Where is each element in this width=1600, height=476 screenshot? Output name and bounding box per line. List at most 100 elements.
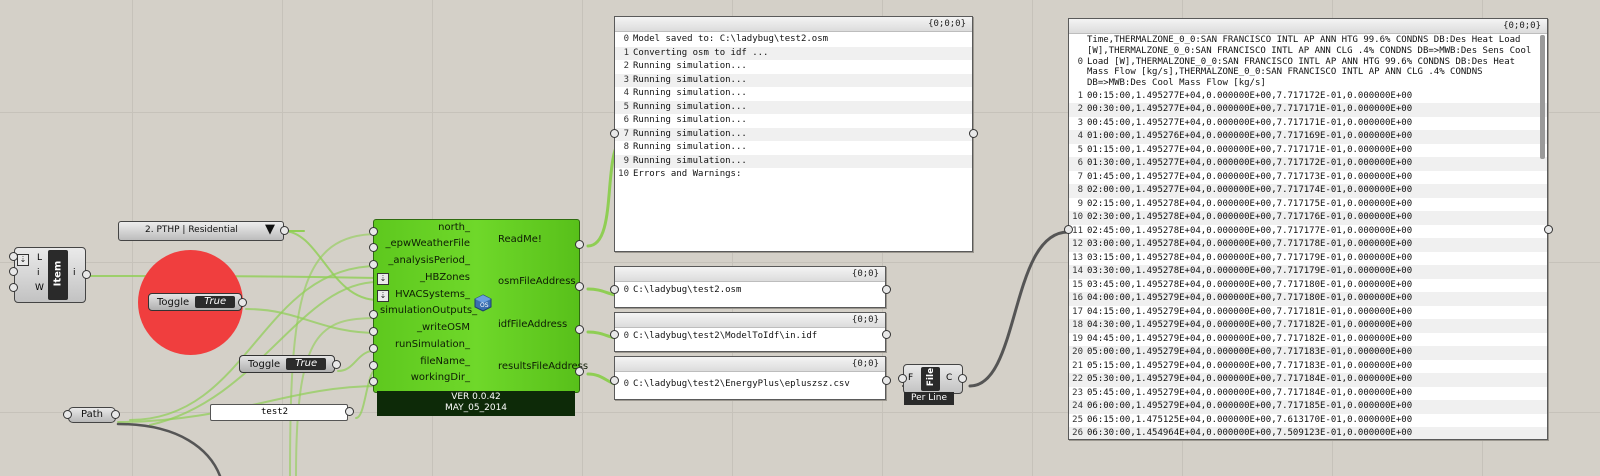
row-index: 6 bbox=[623, 115, 629, 125]
hvac-value-list[interactable]: 2. PTHP | Residential ▼ bbox=[118, 221, 284, 241]
main-input-grip[interactable] bbox=[369, 310, 378, 319]
main-input-grip[interactable] bbox=[369, 260, 378, 269]
version-text: VER 0.0.42 bbox=[451, 392, 501, 402]
filename-text-panel[interactable]: test2 bbox=[210, 404, 348, 421]
main-output-grip[interactable] bbox=[575, 367, 584, 376]
row-index: 9 bbox=[1077, 198, 1083, 209]
main-output-grip[interactable] bbox=[575, 240, 584, 249]
csv-panel-input-grip[interactable] bbox=[1064, 225, 1073, 234]
main-input-grip[interactable] bbox=[369, 344, 378, 353]
csv-panel-output-grip[interactable] bbox=[1544, 225, 1553, 234]
idf-panel-input-grip[interactable] bbox=[610, 330, 619, 339]
input-analysis-period: _analysisPeriod_ bbox=[388, 255, 470, 266]
list-access-icon[interactable]: ⇣ bbox=[377, 273, 389, 285]
wire-toggle1-to-writeosm bbox=[245, 308, 379, 334]
path-label: Path bbox=[81, 409, 103, 420]
path-output-grip[interactable] bbox=[111, 410, 120, 419]
main-input-grip[interactable] bbox=[369, 361, 378, 370]
readme-panel-input-grip[interactable] bbox=[610, 129, 619, 138]
dropdown-arrow-icon[interactable]: ▼ bbox=[265, 222, 275, 237]
row-text: 04:30:00,1.495279E+04,0.000000E+00,7.717… bbox=[1087, 320, 1413, 331]
item-output-grip[interactable] bbox=[82, 270, 91, 279]
row-index: 5 bbox=[1077, 144, 1083, 155]
write-osm-toggle[interactable]: Toggle True bbox=[148, 293, 242, 311]
idf-panel-output-grip[interactable] bbox=[882, 330, 891, 339]
row-index: 9 bbox=[623, 155, 629, 166]
row-index: 6 bbox=[1077, 158, 1083, 169]
wire-to-simoutputs bbox=[295, 317, 379, 476]
row-text: 00:45:00,1.495277E+04,0.000000E+00,7.717… bbox=[1087, 117, 1413, 128]
output-osm-file-address: osmFileAddress bbox=[498, 276, 576, 287]
panel-path-header: {0;0} bbox=[615, 357, 885, 372]
row-text: Running simulation... bbox=[633, 88, 747, 98]
path-input-grip[interactable] bbox=[63, 410, 72, 419]
row-text: 02:00:00,1.495277E+04,0.000000E+00,7.717… bbox=[1087, 185, 1413, 196]
file-output-grip[interactable] bbox=[958, 374, 967, 383]
item-component[interactable]: ⇣ L i W Item i bbox=[14, 247, 86, 303]
text-output-grip[interactable] bbox=[345, 407, 354, 416]
input-file-name: fileName_ bbox=[420, 356, 470, 367]
item-input-w: W bbox=[35, 283, 44, 293]
main-input-grip[interactable] bbox=[369, 227, 378, 236]
main-input-grip[interactable] bbox=[369, 377, 378, 386]
main-output-grip[interactable] bbox=[575, 325, 584, 334]
item-input-grip-l[interactable] bbox=[9, 252, 18, 261]
row-index: 8 bbox=[623, 142, 629, 152]
row-text: 05:15:00,1.495279E+04,0.000000E+00,7.717… bbox=[1087, 360, 1413, 371]
panel-scrollbar[interactable] bbox=[1540, 35, 1545, 159]
run-simulation-toggle[interactable]: Toggle True bbox=[239, 355, 335, 373]
toggle2-output-grip[interactable] bbox=[332, 360, 341, 369]
row-text: 03:15:00,1.495278E+04,0.000000E+00,7.717… bbox=[1087, 252, 1413, 263]
input-north: north_ bbox=[438, 222, 470, 233]
item-input-grip-w[interactable] bbox=[9, 283, 18, 292]
main-input-grip[interactable] bbox=[369, 327, 378, 336]
row-index: 4 bbox=[623, 88, 629, 98]
csv-results-panel[interactable]: {0;0;0} 0 Time,THERMALZONE_0_0:SAN FRANC… bbox=[1068, 18, 1548, 440]
row-index: 2 bbox=[1077, 104, 1083, 115]
output-idf-file-address: idfFileAddress bbox=[498, 319, 568, 330]
row-text: Running simulation... bbox=[633, 74, 747, 85]
path-parameter[interactable]: Path bbox=[68, 407, 116, 423]
row-index: 17 bbox=[1072, 306, 1083, 317]
list-access-icon[interactable]: ⇣ bbox=[377, 290, 389, 302]
osm-panel-input-grip[interactable] bbox=[610, 285, 619, 294]
row-index: 10 bbox=[618, 169, 629, 179]
row-text: Running simulation... bbox=[633, 142, 747, 152]
main-output-grip[interactable] bbox=[575, 282, 584, 291]
readme-panel-output-grip[interactable] bbox=[969, 129, 978, 138]
toggle-value[interactable]: True bbox=[195, 296, 236, 308]
file-input-grip[interactable] bbox=[898, 374, 907, 383]
file-per-line-component[interactable]: F File C bbox=[903, 364, 963, 394]
row-text: 01:00:00,1.495276E+04,0.000000E+00,7.717… bbox=[1087, 131, 1413, 142]
item-input-grip-i[interactable] bbox=[9, 267, 18, 276]
results-panel-input-grip[interactable] bbox=[610, 376, 619, 385]
file-title-bar: File bbox=[921, 367, 940, 391]
input-working-dir: workingDir_ bbox=[410, 372, 470, 383]
value-list-output-grip[interactable] bbox=[280, 226, 289, 235]
energy-simulation-component[interactable]: OS bbox=[373, 219, 580, 393]
row-text: 02:15:00,1.495278E+04,0.000000E+00,7.717… bbox=[1087, 198, 1413, 209]
toggle1-output-grip[interactable] bbox=[238, 298, 247, 307]
results-panel-output-grip[interactable] bbox=[882, 376, 891, 385]
toggle-value[interactable]: True bbox=[286, 358, 327, 370]
osm-panel-output-grip[interactable] bbox=[882, 285, 891, 294]
main-input-grip[interactable] bbox=[369, 243, 378, 252]
input-run-simulation: runSimulation_ bbox=[394, 339, 470, 350]
